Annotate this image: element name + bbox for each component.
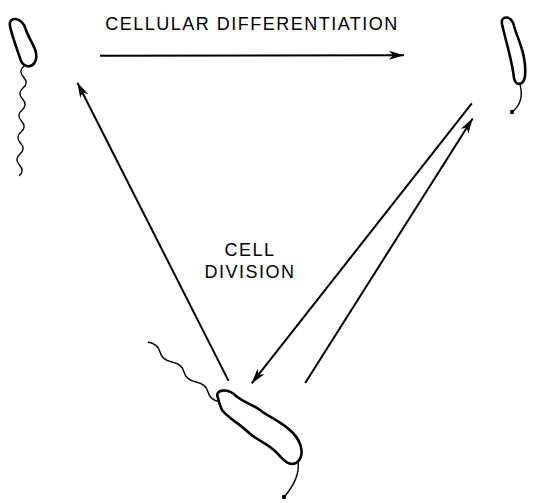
arrow-line (305, 118, 472, 382)
arrow-head (252, 369, 265, 384)
cell-body (217, 391, 301, 464)
cell-appendage (17, 66, 26, 176)
cell-appendage (148, 342, 220, 402)
edge-label: CELLULAR DIFFERENTIATION (105, 14, 399, 36)
process-label: CELL DIVISION (204, 240, 295, 283)
cell-drawing (212, 388, 308, 468)
cell-body (502, 17, 526, 83)
cell-body (10, 19, 37, 66)
cell-drawing (478, 14, 532, 110)
swarmer-cell (4, 18, 72, 72)
arrow-line (77, 83, 228, 381)
stalked-cell (478, 14, 532, 110)
arrow-line (252, 103, 472, 383)
arrow-head (77, 83, 88, 98)
arrow-head (389, 51, 404, 60)
cell-drawing (4, 18, 72, 72)
cell-appendage (284, 461, 298, 497)
predivisional-cell (212, 388, 308, 468)
arrow-head (461, 118, 473, 133)
holdfast-dot (282, 495, 286, 499)
arrow-line (100, 54, 404, 57)
holdfast-dot (510, 110, 514, 114)
cell-appendage (512, 84, 521, 112)
